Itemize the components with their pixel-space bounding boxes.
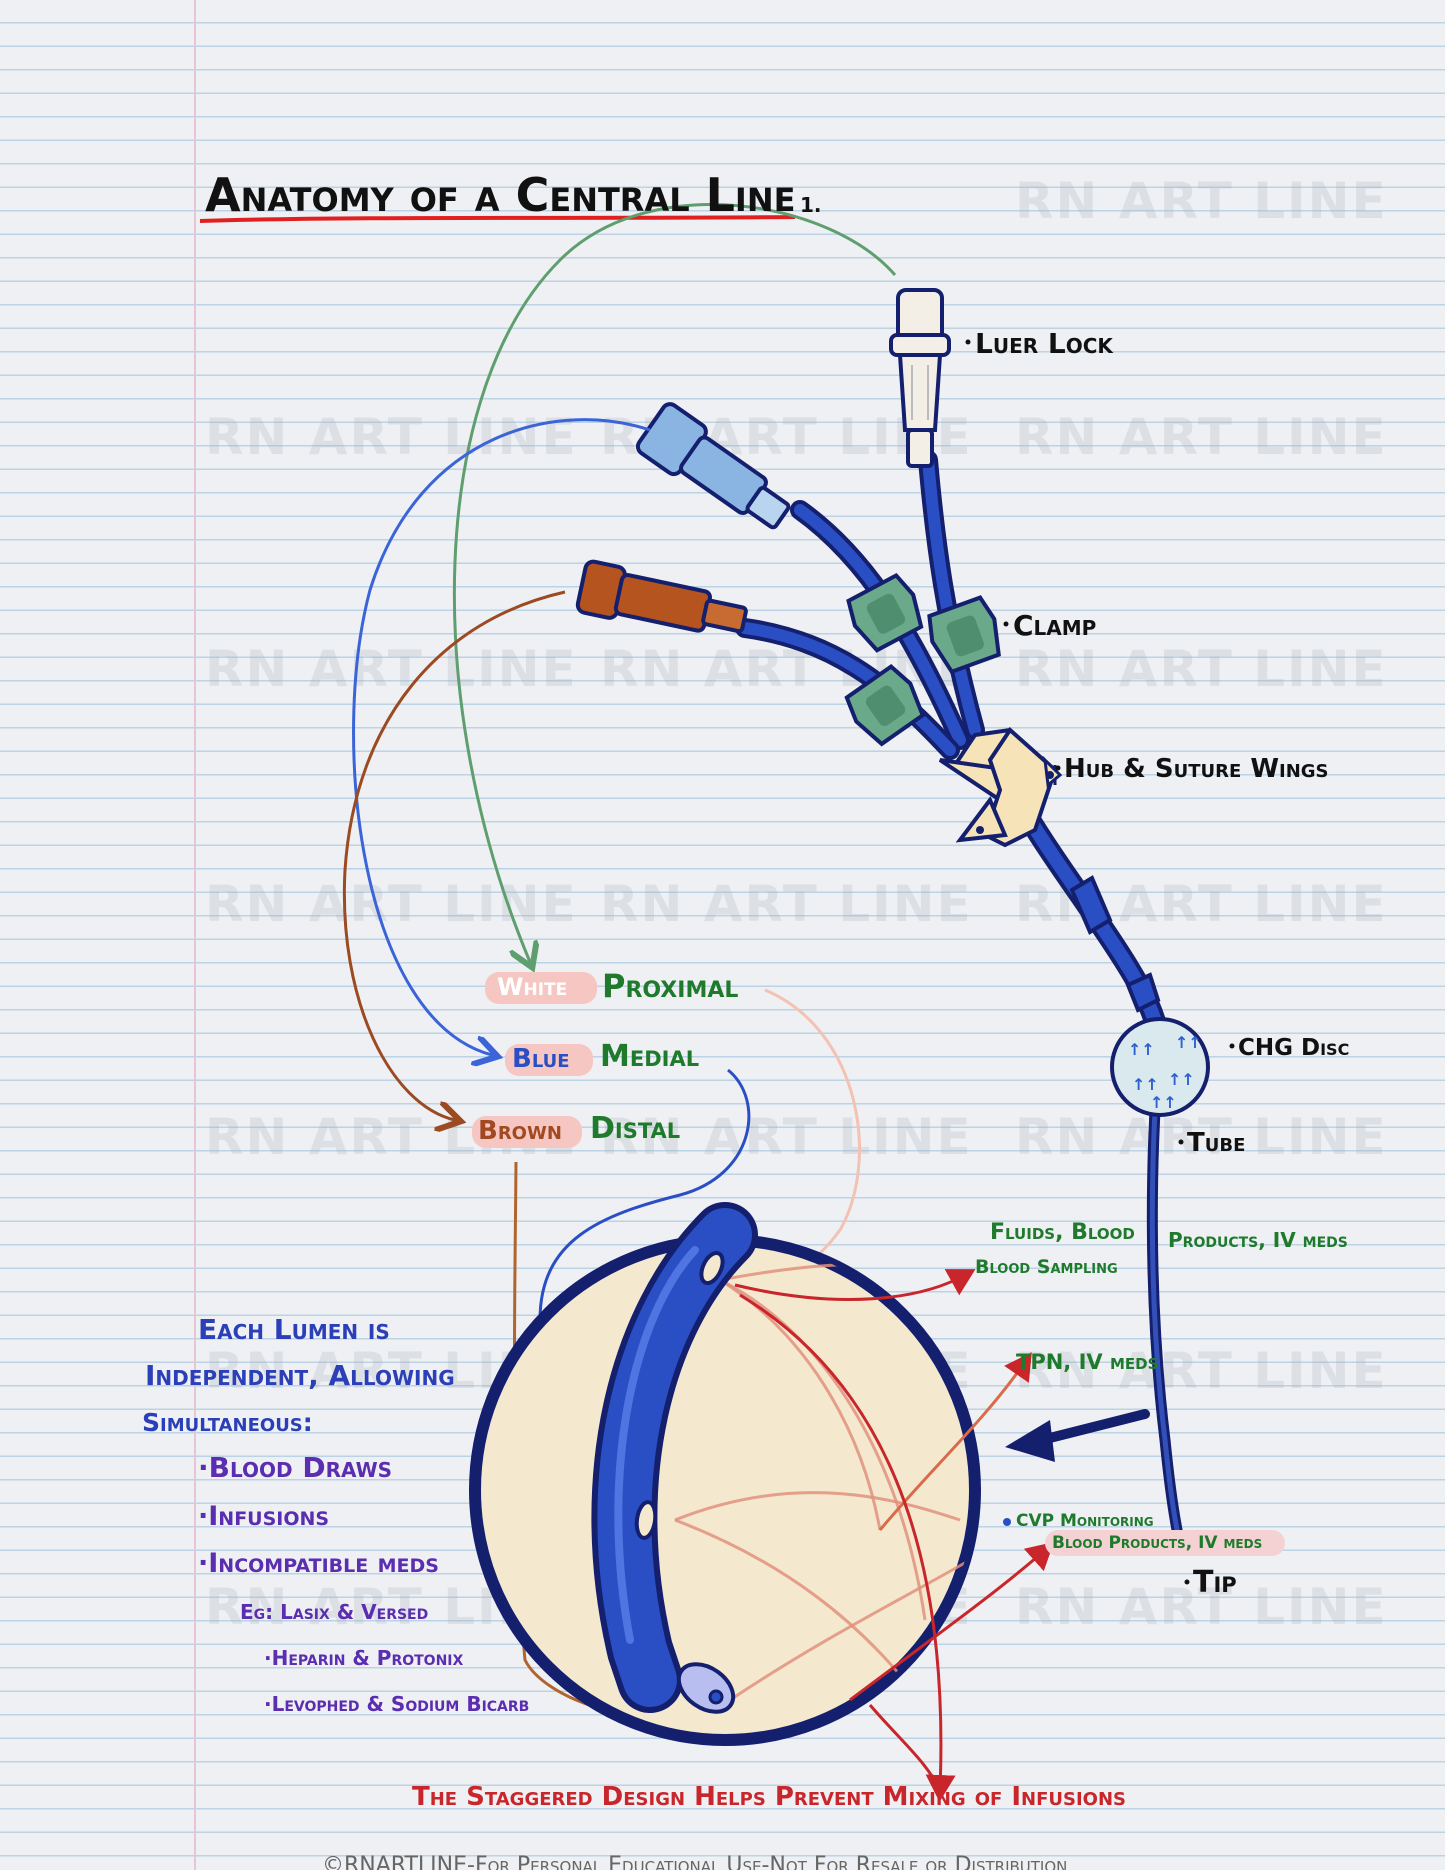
distal-label: Distal: [590, 1111, 681, 1146]
note-item-1: ·Blood Draws: [198, 1451, 393, 1484]
hub-label: Hub & Suture Wings: [1064, 754, 1329, 784]
white-label: White: [497, 973, 568, 1001]
medial-label: Medial: [600, 1039, 700, 1074]
note-line-2: Independent, Allowing: [145, 1359, 455, 1392]
clamp: [927, 595, 1001, 675]
arrow-brown-to-distal: [342, 590, 566, 1120]
arrow-to-blood-products: [849, 1542, 1054, 1702]
tip-label: Tip: [1193, 1565, 1237, 1600]
luer-lock-blue: [635, 402, 791, 530]
blood-products-pill: [1045, 1530, 1285, 1556]
lumen-cross-section: [469, 1202, 981, 1746]
page-title: Anatomy of a Central Line: [205, 168, 796, 222]
arrow-to-fluids: [734, 1269, 976, 1301]
luer-lock-label: Luer Lock: [975, 327, 1113, 360]
note-eg-3: ·Levophed & Sodium Bicarb: [264, 1692, 530, 1716]
arrow-to-staggered-note: [739, 1293, 956, 1802]
distal-use-2: Blood Products, IV meds: [1052, 1533, 1263, 1553]
watermark: RN ART LINE: [205, 640, 578, 698]
distal-use-1: CVP Monitoring: [1016, 1511, 1154, 1531]
note-item-3: ·Incompatible meds: [198, 1548, 439, 1579]
arrow-blue-to-medial: [352, 418, 651, 1055]
watermark: RN ART LINE: [1015, 1342, 1388, 1400]
chg-disc: ↑↑↑↑ ↑↑↑↑ ↑↑: [1110, 1017, 1210, 1117]
watermark: RN ART LINE: [1015, 1578, 1388, 1636]
brown-label: Brown: [478, 1116, 562, 1146]
tube-label: Tube: [1187, 1128, 1246, 1158]
proximal-label: Proximal: [602, 967, 739, 1005]
title-underline: [199, 215, 796, 223]
watermark: RN ART LINE: [600, 875, 973, 933]
arrow-white-to-proximal: [452, 203, 897, 962]
margin-line: [194, 0, 196, 1870]
title-number: 1.: [800, 193, 822, 217]
clamp: [846, 572, 924, 653]
proximal-use-2: Products, IV meds: [1168, 1228, 1348, 1252]
white-label-pill: [485, 972, 597, 1004]
clamp-label: Clamp: [1013, 609, 1097, 642]
luer-lock-white: [889, 288, 951, 468]
note-eg-1: Eg: Lasix & Versed: [240, 1600, 429, 1624]
blue-label-pill: [505, 1044, 593, 1076]
proximal-use-3: Blood Sampling: [975, 1256, 1118, 1278]
staggered-design-note: The Staggered Design Helps Prevent Mixin…: [412, 1782, 1127, 1812]
watermark: RN ART LINE: [1015, 408, 1388, 466]
blue-label: Blue: [512, 1044, 570, 1074]
proximal-use-1: Fluids, Blood: [990, 1220, 1135, 1245]
watermark: RN ART LINE: [1015, 172, 1388, 230]
svg-text:↑↑: ↑↑: [1150, 1093, 1177, 1112]
watermark: RN ART LINE: [1015, 640, 1388, 698]
note-line-1: Each Lumen is: [198, 1313, 390, 1346]
svg-text:↑↑: ↑↑: [1128, 1040, 1155, 1059]
chg-disc-label: CHG Disc: [1238, 1035, 1350, 1061]
extension-legs: [735, 450, 985, 760]
svg-text:↑↑: ↑↑: [1132, 1075, 1159, 1094]
note-item-2: ·Infusions: [198, 1501, 330, 1532]
watermark: RN ART LINE: [1015, 1108, 1388, 1166]
svg-text:↑↑: ↑↑: [1168, 1070, 1195, 1089]
note-line-3: Simultaneous:: [142, 1408, 313, 1437]
catheter-body: [1014, 801, 1169, 1046]
note-eg-2: ·Heparin & Protonix: [264, 1646, 464, 1670]
watermark: RN ART LINE: [205, 408, 578, 466]
luer-lock-brown: [575, 559, 748, 634]
label-dots: [965, 339, 1235, 1585]
svg-text:↑↑: ↑↑: [1175, 1033, 1202, 1052]
arrow-to-tpn: [878, 1352, 1032, 1531]
hub-suture-wings: [938, 726, 1063, 848]
medial-use: TPN, IV meds: [1016, 1350, 1159, 1374]
clamp: [844, 664, 926, 747]
watermark: RN ART LINE: [600, 1108, 973, 1166]
brown-label-pill: [472, 1116, 582, 1148]
copyright-footer: ©RNARTLINE-For Personal Educational Use-…: [322, 1853, 1068, 1870]
